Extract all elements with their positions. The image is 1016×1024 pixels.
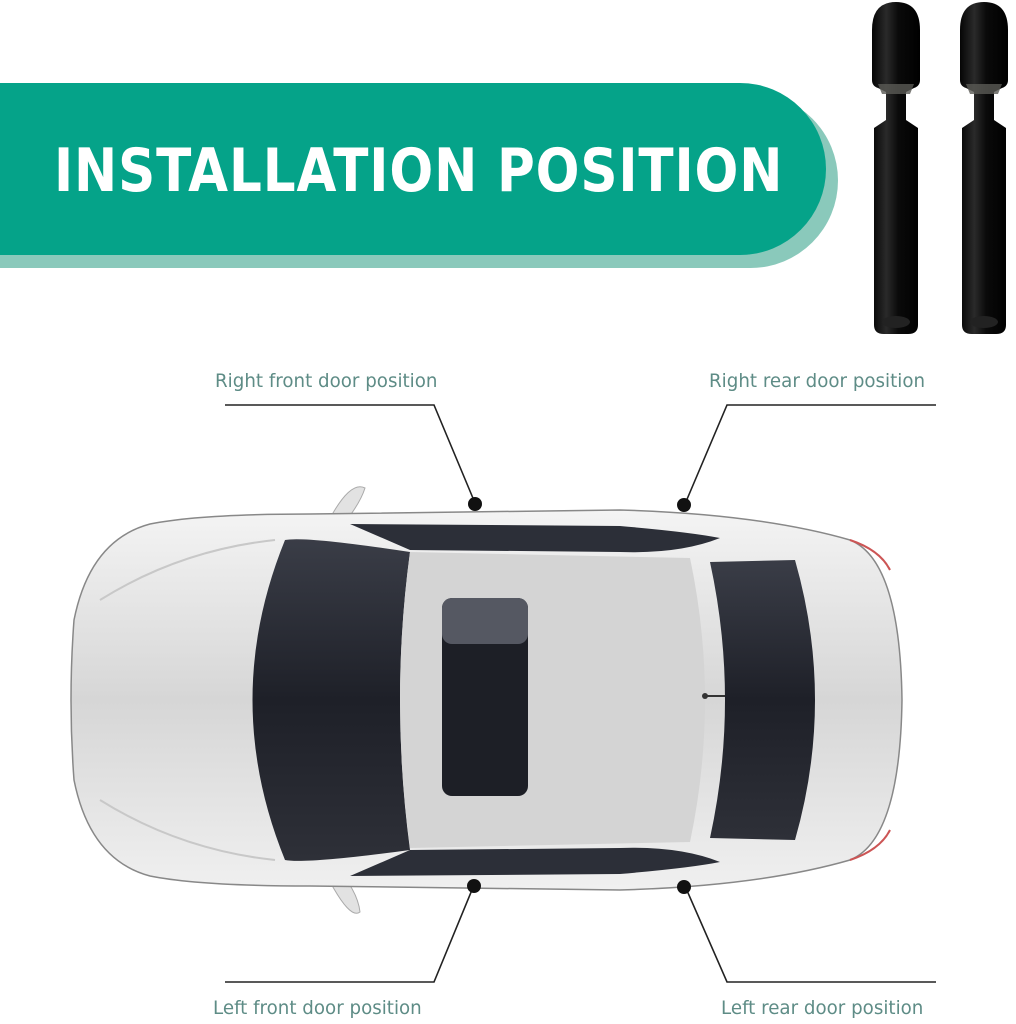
label-right-rear-door: Right rear door position <box>709 370 926 392</box>
car-top-view-image <box>70 486 903 914</box>
title-banner <box>0 83 826 255</box>
door-pin-2 <box>960 2 1008 334</box>
page-title: INSTALLATION POSITION <box>54 136 784 206</box>
label-right-front-door: Right front door position <box>215 370 438 392</box>
label-left-front-door: Left front door position <box>213 997 422 1019</box>
label-left-rear-door: Left rear door position <box>721 997 924 1019</box>
door-pin-product-image <box>872 2 1008 334</box>
door-pin-1 <box>872 2 920 334</box>
